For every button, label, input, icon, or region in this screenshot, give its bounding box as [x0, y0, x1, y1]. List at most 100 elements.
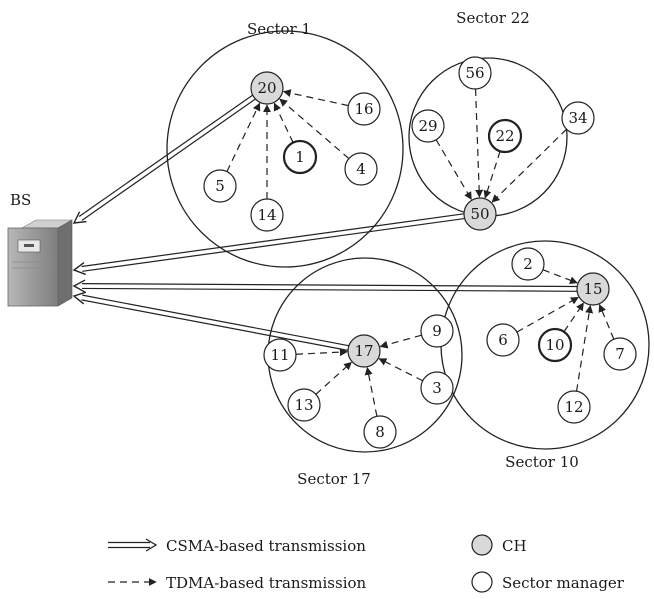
- node-11-label: 11: [270, 346, 289, 364]
- node-10: 10: [537, 327, 573, 363]
- node-11: 11: [263, 338, 297, 372]
- sector-label-22: Sector 22: [456, 9, 530, 27]
- node-29-circle: [411, 109, 445, 143]
- tdma-link-10-to-15: [563, 302, 584, 333]
- node-22-circle: [487, 118, 523, 154]
- csma-link-20-to-bs: [72, 94, 256, 224]
- tdma-link-22-to-50: [483, 151, 501, 199]
- node-56-circle: [458, 56, 492, 90]
- node-11-circle: [263, 338, 297, 372]
- sector-circle-1: [166, 30, 404, 268]
- node-22-label: 22: [495, 127, 514, 145]
- node-34-label: 34: [568, 109, 587, 127]
- node-3-circle: [420, 371, 454, 405]
- node-12-circle: [557, 390, 591, 424]
- node-34: 34: [561, 101, 595, 135]
- tdma-link-13-to-17: [315, 361, 352, 395]
- node-10-label: 10: [545, 336, 564, 354]
- node-14-circle: [250, 198, 284, 232]
- legend-manager-symbol: [471, 571, 493, 593]
- base-station-label: BS: [10, 191, 31, 209]
- node-5-circle: [203, 169, 237, 203]
- legend-tdma: TDMA-based transmission: [108, 574, 367, 592]
- node-16-circle: [347, 92, 381, 126]
- tdma-link-7-to-15: [598, 303, 615, 340]
- node-1-label: 1: [295, 148, 305, 166]
- node-5: 5: [203, 169, 237, 203]
- node-34-circle: [561, 101, 595, 135]
- legend-tdma-label: TDMA-based transmission: [166, 574, 367, 592]
- node-4: 4: [344, 152, 378, 186]
- tdma-link-34-to-50: [491, 128, 567, 203]
- base-station: BS: [7, 191, 74, 307]
- tdma-link-4-to-20: [279, 98, 350, 160]
- node-56: 56: [458, 56, 492, 90]
- tdma-link-12-to-15: [575, 304, 594, 392]
- node-6: 6: [486, 323, 520, 357]
- node-4-label: 4: [356, 160, 366, 178]
- node-3: 3: [420, 371, 454, 405]
- node-12-label: 12: [564, 398, 583, 416]
- tdma-link-16-to-20: [282, 89, 349, 107]
- node-8-circle: [363, 415, 397, 449]
- legend-csma: CSMA-based transmission: [108, 537, 366, 555]
- csma-link-50-to-bs: [72, 213, 465, 276]
- node-1: 1: [282, 139, 318, 175]
- node-22: 22: [487, 118, 523, 154]
- node-13-label: 13: [294, 396, 313, 414]
- node-9-label: 9: [432, 322, 442, 340]
- node-1-circle: [282, 139, 318, 175]
- node-8-label: 8: [375, 423, 385, 441]
- tdma-link-5-to-20: [226, 102, 261, 172]
- sector-label-10: Sector 10: [505, 453, 579, 471]
- node-20: 20: [250, 71, 284, 105]
- csma-link-17-to-bs: [72, 291, 349, 351]
- node-2-label: 2: [523, 255, 533, 273]
- node-12: 12: [557, 390, 591, 424]
- legend-manager: Sector manager: [471, 571, 625, 593]
- node-2-circle: [511, 247, 545, 281]
- node-9-circle: [420, 314, 454, 348]
- node-29-label: 29: [418, 117, 437, 135]
- node-6-label: 6: [498, 331, 508, 349]
- node-10-circle: [537, 327, 573, 363]
- tdma-link-56-to-50: [474, 88, 484, 198]
- node-15-circle: [576, 272, 610, 306]
- legend-manager-label: Sector manager: [502, 574, 625, 592]
- tdma-links: [226, 88, 615, 417]
- server-tower-icon: [7, 219, 74, 307]
- tdma-link-6-to-15: [516, 296, 579, 333]
- node-7-label: 7: [615, 345, 625, 363]
- node-13: 13: [287, 388, 321, 422]
- node-14: 14: [250, 198, 284, 232]
- tdma-link-3-to-17: [378, 358, 423, 382]
- node-4-circle: [344, 152, 378, 186]
- node-6-circle: [486, 323, 520, 357]
- node-17-label: 17: [354, 342, 373, 360]
- node-20-circle: [250, 71, 284, 105]
- node-17: 17: [347, 334, 381, 368]
- node-9: 9: [420, 314, 454, 348]
- node-7-circle: [603, 337, 637, 371]
- tdma-link-8-to-17: [364, 366, 378, 417]
- sector-labels: Sector 1 Sector 22 Sector 10 Sector 17: [247, 9, 579, 488]
- node-15: 15: [576, 272, 610, 306]
- csma-link-15-to-bs: [72, 279, 578, 293]
- tdma-link-1-to-20: [273, 102, 294, 143]
- node-16-label: 16: [354, 100, 373, 118]
- node-2: 2: [511, 247, 545, 281]
- node-50: 50: [463, 197, 497, 231]
- node-20-label: 20: [257, 79, 276, 97]
- legend-ch-symbol: [471, 534, 493, 556]
- legend: CSMA-based transmission TDMA-based trans…: [108, 534, 625, 593]
- tdma-link-2-to-15: [542, 269, 578, 285]
- node-50-circle: [463, 197, 497, 231]
- node-3-label: 3: [432, 379, 442, 397]
- csma-links: [72, 94, 578, 351]
- node-56-label: 56: [465, 64, 484, 82]
- node-13-circle: [287, 388, 321, 422]
- legend-csma-arrow: [108, 538, 158, 552]
- node-7: 7: [603, 337, 637, 371]
